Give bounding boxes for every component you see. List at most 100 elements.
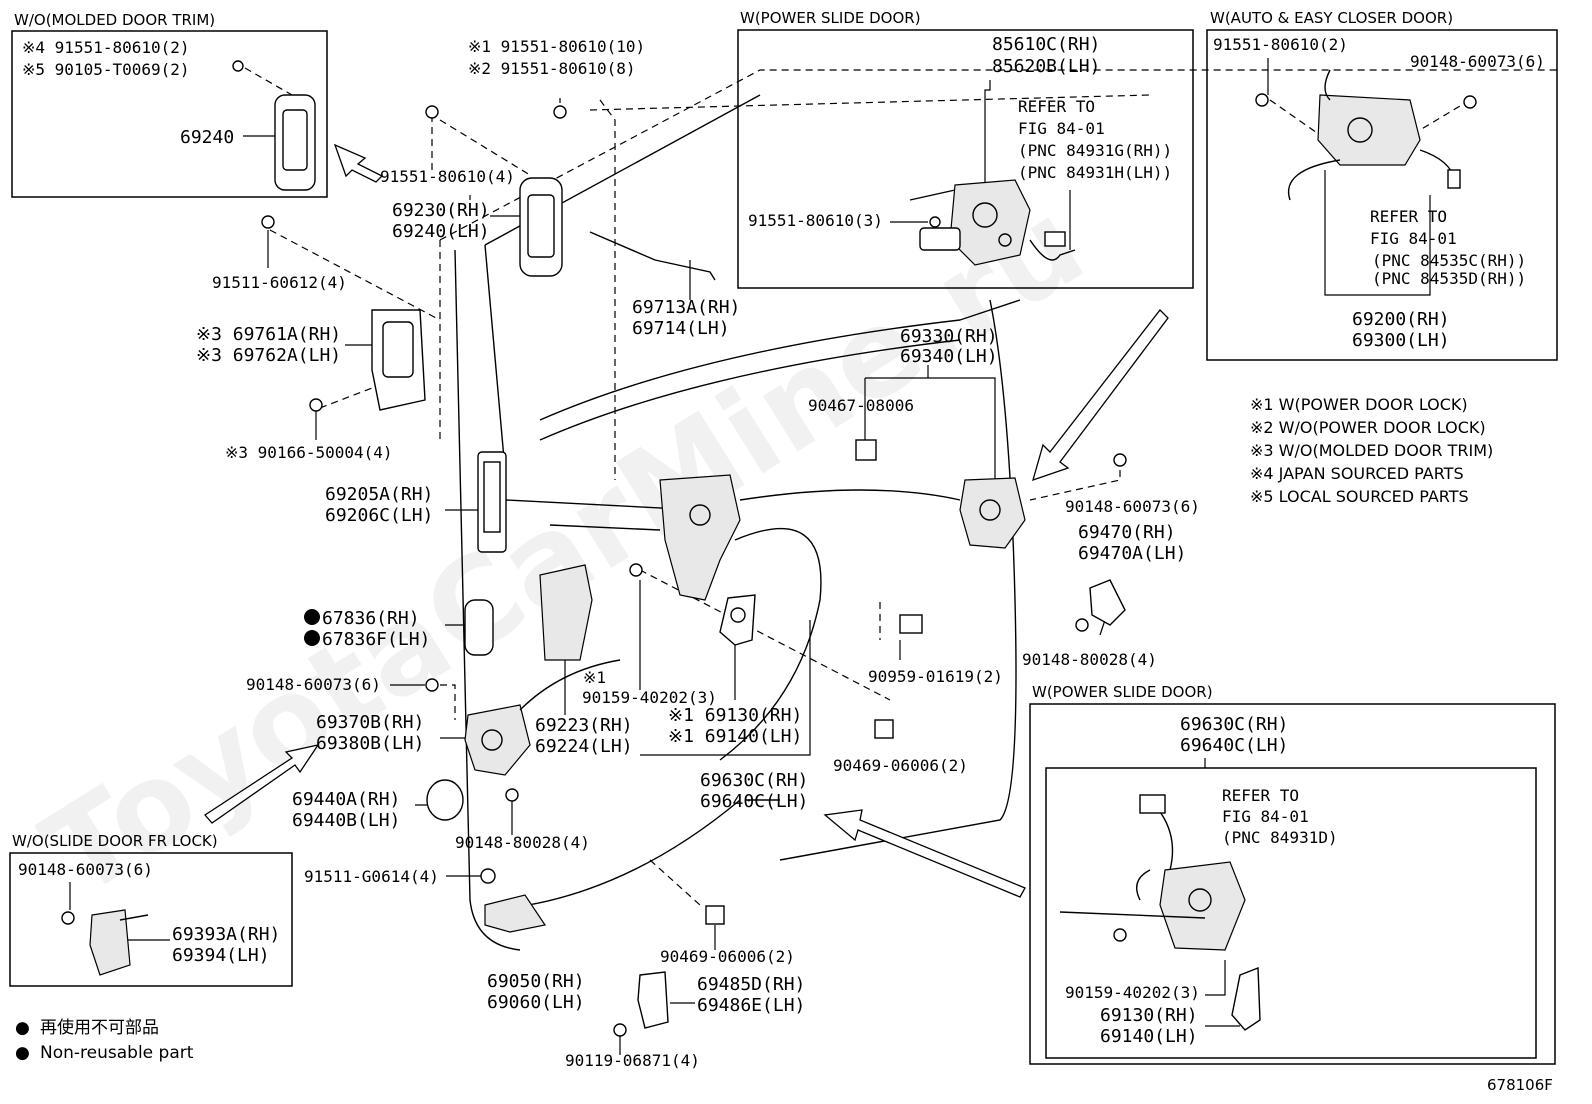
label-pnc-d-bottom: (PNC 84931D)	[1222, 828, 1338, 847]
label-69630c-box: 69630C(RH)	[1180, 714, 1288, 735]
note-1: ※1 W(POWER DOOR LOCK)	[1250, 395, 1468, 414]
cover-icon	[464, 599, 494, 656]
label-actuator-rh: ※1 69130(RH)	[668, 705, 802, 726]
label-trim-lh: ※3 69762A(LH)	[196, 345, 341, 366]
label-striker-lh: 69470A(LH)	[1078, 543, 1186, 564]
outside-handle-icon	[274, 94, 316, 191]
arrow-molded-trim	[333, 143, 384, 183]
label-rod-lh: 69714(LH)	[632, 318, 730, 339]
label-rear-lock-lh: 69340(LH)	[900, 346, 998, 367]
label-90105: ※5 90105-T0069(2)	[22, 60, 190, 79]
label-cover-lh: 67836F(LH)	[322, 629, 430, 650]
label-bolt-91511g: 91511-G0614(4)	[304, 867, 439, 886]
notes-block: ※1 W(POWER DOOR LOCK) ※2 W/O(POWER DOOR …	[1250, 395, 1493, 506]
label-holder-lh: 69486E(LH)	[697, 995, 805, 1016]
label-pnc-d: (PNC 84535D(RH))	[1372, 269, 1526, 288]
label-85620b: 85620B(LH)	[992, 56, 1100, 77]
note-2: ※2 W/O(POWER DOOR LOCK)	[1250, 418, 1486, 437]
arrow-rear-lock	[1032, 309, 1169, 482]
label-clip-90467: 90467-08006	[808, 396, 914, 415]
box-auto-closer-title: W(AUTO & EASY CLOSER DOOR)	[1210, 9, 1453, 27]
label-inside-rh: 69205A(RH)	[325, 484, 433, 505]
label-fig-bottom: FIG 84-01	[1222, 807, 1309, 826]
label-bolt-90148-d: 90148-80028(4)	[455, 833, 590, 852]
box-molded-trim: W/O(MOLDED DOOR TRIM) ※4 91551-80610(2) …	[11, 11, 328, 198]
label-pnc-g: (PNC 84931G(RH))	[1018, 141, 1172, 160]
label-inside-lh: 69206C(LH)	[325, 505, 433, 526]
box-slide-fr-lock-title: W/O(SLIDE DOOR FR LOCK)	[12, 832, 218, 850]
power-lock-assembly-icon	[1059, 794, 1261, 1031]
protector-icon	[539, 564, 593, 661]
label-91551-2: 91551-80610(2)	[1213, 35, 1348, 54]
label-screw-90166: ※3 90166-50004(4)	[225, 443, 393, 462]
label-91551-jp: ※4 91551-80610(2)	[22, 38, 190, 57]
label-90148-fr: 90148-60073(6)	[18, 860, 153, 879]
label-69140-box: 69140(LH)	[1100, 1026, 1198, 1047]
label-clip-90959: 90959-01619(2)	[868, 667, 1003, 686]
closer-assembly-icon	[1255, 69, 1477, 201]
label-bolt-90148-a: 90148-60073(6)	[246, 675, 381, 694]
legend: ● 再使用不可部品 ● Non-reusable part	[15, 1017, 194, 1063]
label-rear-lock-rh: 69330(RH)	[900, 326, 998, 347]
label-trim-rh: ※3 69761A(RH)	[196, 324, 341, 345]
label-pnc-c: (PNC 84535C(RH))	[1372, 251, 1526, 270]
label-cable-rh: 69223(RH)	[535, 715, 633, 736]
arrow-bottom-lock	[823, 809, 1026, 898]
watermark-text: ToyotaCarMine.ru	[22, 174, 1108, 924]
label-bolt-top-2: ※2 91551-80610(8)	[468, 59, 636, 78]
stopper-icon	[426, 779, 464, 821]
box-power-slide-top-title: W(POWER SLIDE DOOR)	[740, 9, 921, 27]
label-69240-box: 69240	[180, 127, 234, 148]
bottom-lock-icon	[484, 894, 546, 933]
label-cover-rh: 67836(RH)	[322, 608, 420, 629]
note-4: ※4 JAPAN SOURCED PARTS	[1250, 464, 1464, 483]
label-handle-rh: 69230(RH)	[392, 200, 490, 221]
label-bolt-top-1: ※1 91551-80610(10)	[468, 37, 645, 56]
nonreusable-dot-icon	[304, 630, 320, 646]
fr-lock-plate-icon	[61, 909, 149, 976]
label-fr-lock-rh: 69370B(RH)	[316, 712, 424, 733]
label-clip-90469-b: 90469-06006(2)	[660, 947, 795, 966]
label-69393a: 69393A(RH)	[172, 924, 280, 945]
label-fr-lock-lh: 69380B(LH)	[316, 733, 424, 754]
label-pnc-h: (PNC 84931H(LH))	[1018, 163, 1172, 182]
label-holder-rh: 69485D(RH)	[697, 974, 805, 995]
legend-symbol: ●	[15, 1043, 30, 1063]
box-molded-trim-title: W/O(MOLDED DOOR TRIM)	[14, 11, 215, 29]
box-power-slide-top: W(POWER SLIDE DOOR) 85610C(RH) 85620B(LH…	[737, 9, 1194, 289]
power-lock-assembly-icon	[909, 179, 1076, 266]
box-power-slide-bottom-title: W(POWER SLIDE DOOR)	[1032, 683, 1213, 701]
legend-japanese: 再使用不可部品	[40, 1017, 159, 1038]
label-91551-3: 91551-80610(3)	[748, 211, 883, 230]
label-clip-90469-a: 90469-06006(2)	[833, 756, 968, 775]
label-fig-top: FIG 84-01	[1018, 119, 1105, 138]
label-90148-ac: 90148-60073(6)	[1410, 52, 1545, 71]
label-stop-rh: 69440A(RH)	[292, 789, 400, 810]
label-69394: 69394(LH)	[172, 945, 270, 966]
striker-icon	[1089, 579, 1126, 626]
actuator-icon	[719, 594, 756, 646]
center-lock-icon	[549, 474, 961, 761]
rear-lock-icon	[959, 477, 1026, 549]
legend-symbol: ●	[15, 1018, 30, 1038]
box-power-slide-bottom: W(POWER SLIDE DOOR) 69630C(RH) 69640C(LH…	[1029, 683, 1556, 1065]
label-refer-ac: REFER TO	[1370, 207, 1447, 226]
label-fig-ac: FIG 84-01	[1370, 229, 1457, 248]
bolt-icon	[232, 60, 244, 72]
label-90159-box: 90159-40202(3)	[1065, 983, 1200, 1002]
label-bolt-90119: 90119-06871(4)	[565, 1051, 700, 1070]
box-auto-closer: W(AUTO & EASY CLOSER DOOR) 91551-80610(2…	[1206, 9, 1558, 361]
parts	[261, 105, 1127, 1037]
holder-icon	[637, 971, 669, 1029]
label-cable2-lh: 69640C(LH)	[700, 791, 808, 812]
label-69200: 69200(RH)	[1352, 309, 1450, 330]
nonreusable-dot-icon	[304, 609, 320, 625]
figure-id: 678106F	[1487, 1076, 1553, 1094]
label-bolt-90148-c: 90148-80028(4)	[1022, 650, 1157, 669]
clip-icon	[705, 439, 923, 925]
legend-english: Non-reusable part	[40, 1043, 194, 1063]
label-refer-top: REFER TO	[1018, 97, 1095, 116]
label-handle-lh: 69240(LH)	[392, 221, 490, 242]
label-bolt-handle: 91551-80610(4)	[380, 167, 515, 186]
